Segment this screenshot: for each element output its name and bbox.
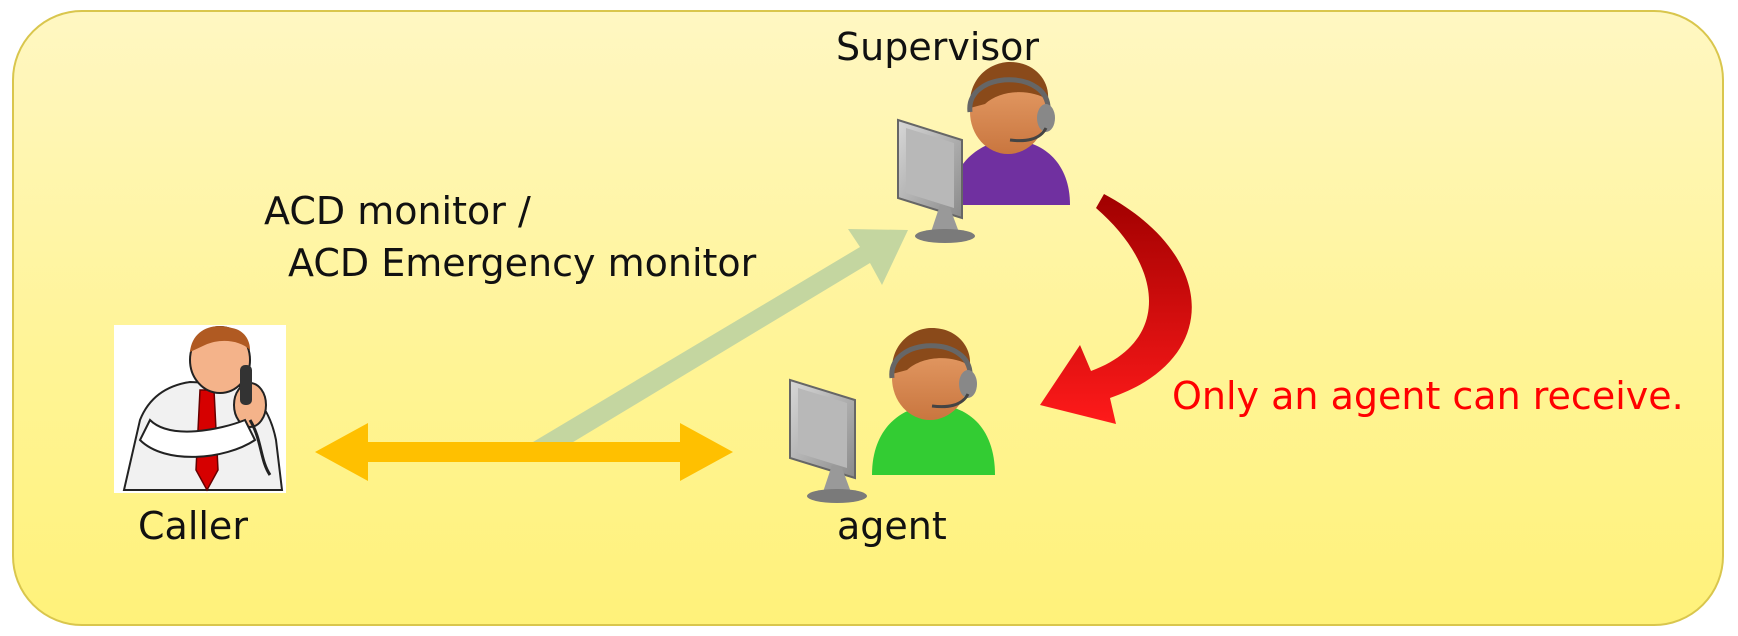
supervisor-to-agent-arrow [1040, 194, 1192, 424]
agent-computer-icon [789, 328, 995, 503]
monitor-label-line1: ACD monitor / [264, 189, 531, 233]
diagram-panel [12, 10, 1724, 626]
supervisor-computer-icon [897, 62, 1070, 243]
supervisor-label: Supervisor [836, 25, 1040, 69]
caller-label: Caller [138, 504, 248, 548]
note-label: Only an agent can receive. [1172, 374, 1684, 418]
monitor-arrow [528, 229, 908, 462]
caller-photo-icon [114, 325, 286, 493]
agent-label: agent [837, 504, 947, 548]
monitor-label-line2: ACD Emergency monitor [288, 241, 757, 285]
call-arrow [315, 423, 733, 481]
